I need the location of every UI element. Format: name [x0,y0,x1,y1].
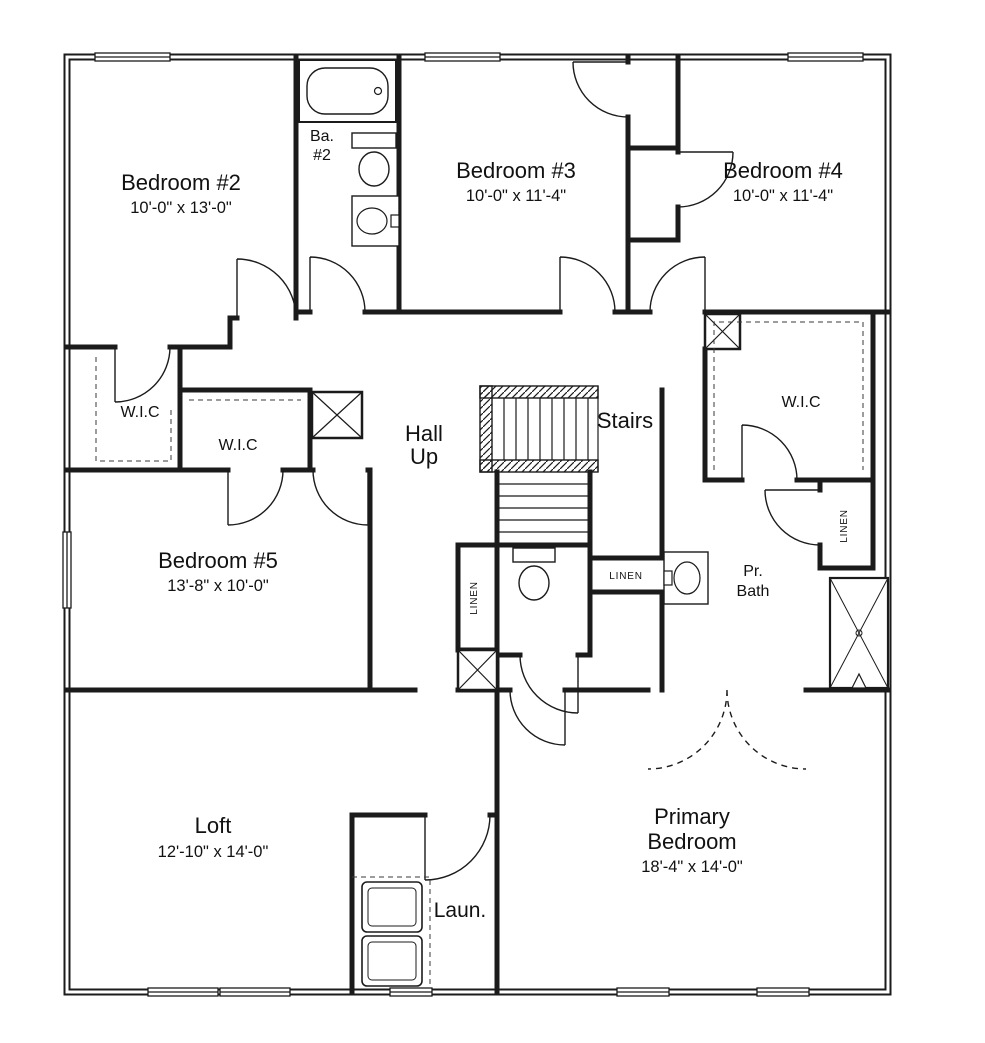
primary-dims: 18'-4" x 14'-0" [641,858,743,876]
chase-box [703,312,742,351]
sink-bath2 [351,195,400,247]
window [147,985,219,999]
wic-mid-label: W.I.C [218,437,257,454]
bedroom2-label: Bedroom #2 [121,170,241,195]
chase-box [456,648,499,692]
hall-label-line1: Hall [405,421,443,446]
laundry-label: Laun. [434,899,487,922]
linen-left-label: LINEN [469,581,480,614]
bedroom4-dims: 10'-0" x 11'-4" [733,187,833,205]
bathtub [298,59,397,123]
window [94,50,171,64]
linen-right-label: LINEN [839,509,850,542]
window [424,50,501,64]
bath2-label-line1: Ba. [310,128,334,145]
loft-label: Loft [195,813,232,838]
wic-right-label: W.I.C [781,394,820,411]
bath2-label-line2: #2 [313,147,331,164]
stair-rail-hatch [479,385,599,399]
bedroom5-label: Bedroom #5 [158,548,278,573]
windows [60,50,864,999]
pr-bath-label-line2: Bath [737,583,770,600]
window [60,531,74,609]
shower-pr-bath [828,576,890,690]
window [756,985,810,999]
double-door-swings [647,689,807,770]
sink-pr-bath [663,551,709,605]
primary-label-line1: Primary [654,804,730,829]
stair-rail-hatch [479,385,493,473]
door-swings [114,61,821,881]
window [616,985,670,999]
chase-boxes [310,312,742,692]
hall-label-line2: Up [410,444,438,469]
stair-rail-hatch [479,459,599,473]
loft-dims: 12'-10" x 14'-0" [158,843,269,861]
closet-shelving-dashes [95,321,864,988]
stairs-label: Stairs [597,408,653,433]
washer-dryer-stack [361,881,423,987]
bedroom3-label: Bedroom #3 [456,158,576,183]
bedroom2-dims: 10'-0" x 13'-0" [130,199,232,217]
window [219,985,291,999]
room-labels: Bedroom #2 10'-0" x 13'-0" Ba. #2 Bedroo… [120,128,850,922]
stair-treads [497,386,599,533]
window [787,50,864,64]
bedroom4-label: Bedroom #4 [723,158,843,183]
primary-label-line2: Bedroom [647,829,736,854]
window [389,985,433,999]
bedroom5-dims: 13'-8" x 10'-0" [167,577,269,595]
bedroom3-dims: 10'-0" x 11'-4" [466,187,566,205]
linen-mid-label: LINEN [609,571,642,582]
stairs-fixture [479,385,599,533]
chase-box [310,390,364,440]
toilet-center [512,547,556,601]
toilet-bath2 [351,132,397,187]
wic-left-label: W.I.C [120,404,159,421]
pr-bath-label-line1: Pr. [743,563,763,580]
